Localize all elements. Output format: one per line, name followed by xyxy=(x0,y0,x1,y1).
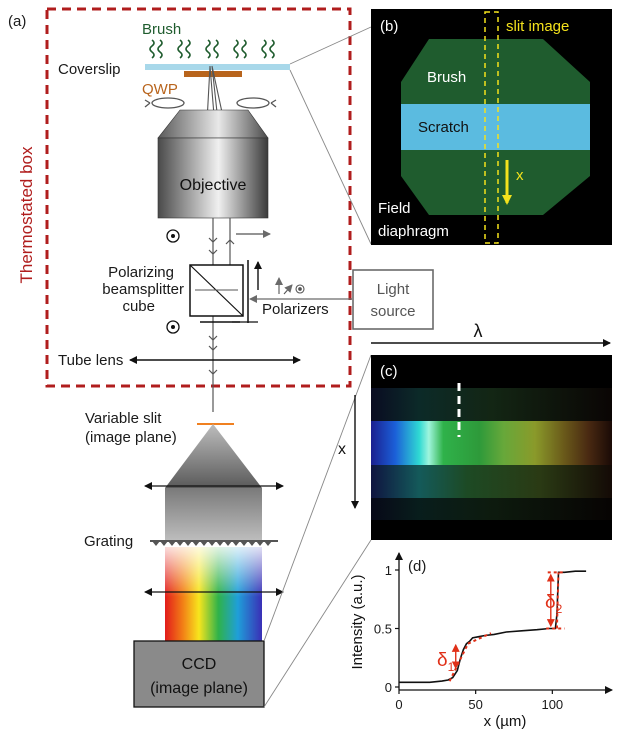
objective xyxy=(157,109,269,219)
input-polarization-symbols xyxy=(275,277,305,295)
tube-lens-label: Tube lens xyxy=(58,352,123,369)
x-axis-title: x (µm) xyxy=(484,713,527,730)
light-source-label-line1: Light xyxy=(377,281,410,298)
intensity-profile-chart: 0 0.5 1 0 50 100 (d) x (µm) Intensity (a.u.)… xyxy=(349,552,613,730)
ccd-detector xyxy=(133,640,265,708)
x-tick-label: 100 xyxy=(541,697,563,712)
fit-segment xyxy=(467,632,492,645)
y-tick-label: 0 xyxy=(385,680,392,695)
linear-fit-segments xyxy=(448,572,560,682)
x-tick-label: 0 xyxy=(395,697,402,712)
coverslip xyxy=(145,64,290,70)
slit-image-label: slit image xyxy=(506,18,569,35)
scratch-region xyxy=(401,104,590,150)
panel-label-c: (c) xyxy=(380,363,398,380)
svg-text:δ1: δ1 xyxy=(437,650,455,674)
polarizers-label: Polarizers xyxy=(262,301,329,318)
ccd-label-line1: CCD xyxy=(182,656,217,673)
brush-chains xyxy=(149,39,275,59)
wavelength-axis-label: λ xyxy=(474,321,483,341)
polarization-out-of-plane-symbol-2 xyxy=(166,320,180,334)
beam-direction-marks xyxy=(208,237,235,375)
x-tick-label: 50 xyxy=(468,697,482,712)
slit-image-outline xyxy=(484,11,499,244)
grating xyxy=(150,540,278,546)
delta2-annotation: δ2 xyxy=(545,571,565,630)
grating-label: Grating xyxy=(84,533,133,550)
rotation-arrows xyxy=(144,97,277,109)
svg-text:δ2: δ2 xyxy=(545,592,563,616)
y-axis-title: Intensity (a.u.) xyxy=(349,574,366,669)
thermostated-box-label: Thermostated box xyxy=(17,146,36,284)
scan-direction-label: x xyxy=(516,167,524,184)
position-axis-label: x xyxy=(338,441,346,458)
delta1-symbol: δ xyxy=(437,650,448,671)
pbs-label-line2: beamsplitter xyxy=(102,281,184,298)
delta1-annotation: δ1 xyxy=(437,643,460,674)
polarization-out-of-plane-symbol xyxy=(166,229,180,243)
pbs-label-line1: Polarizing xyxy=(108,264,174,281)
panel-label-d: (d) xyxy=(408,558,426,575)
qwp-label: QWP xyxy=(142,81,178,98)
spectrum-image xyxy=(371,355,612,540)
slit-label-line1: Variable slit xyxy=(85,410,162,427)
ccd-label-line2: (image plane) xyxy=(150,680,248,697)
thermostated-box xyxy=(45,7,352,388)
field-diaphragm-label-line2: diaphragm xyxy=(378,223,449,240)
light-source-box xyxy=(352,269,434,330)
brush-region-label: Brush xyxy=(427,69,466,86)
intensity-data-line xyxy=(399,570,587,684)
pbs-label-line3: cube xyxy=(122,298,155,315)
light-source-label-line2: source xyxy=(370,303,415,320)
collimated-beam xyxy=(165,488,262,542)
panel-label-a: (a) xyxy=(8,13,26,30)
zoom-connectors xyxy=(263,26,372,708)
objective-label: Objective xyxy=(180,177,247,194)
delta2-symbol: δ xyxy=(545,592,556,613)
delta1-subscript: 1 xyxy=(448,660,455,674)
coverslip-label: Coverslip xyxy=(58,61,121,78)
diverging-beam xyxy=(165,424,262,488)
dispersed-spectrum xyxy=(165,547,262,641)
scratch-label: Scratch xyxy=(418,119,469,136)
field-diaphragm-label-line1: Field xyxy=(378,200,411,217)
y-tick-label: 0.5 xyxy=(374,622,392,637)
delta2-subscript: 2 xyxy=(556,602,563,616)
panel-label-b: (b) xyxy=(380,18,398,35)
beamsplitter-cube xyxy=(189,264,244,317)
y-tick-label: 1 xyxy=(385,563,392,578)
slit-label-line2: (image plane) xyxy=(85,429,177,446)
brush-label: Brush xyxy=(142,21,181,38)
